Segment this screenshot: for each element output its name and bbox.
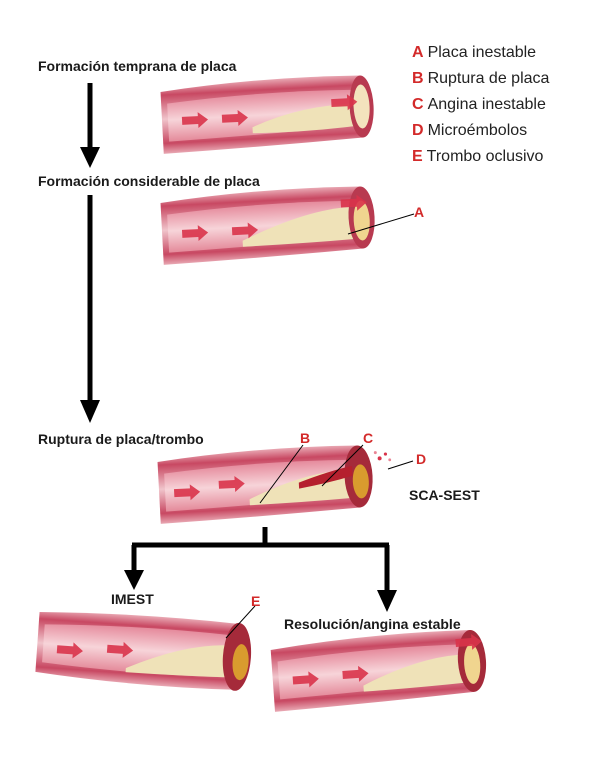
callout-lines bbox=[225, 213, 415, 639]
flow-arrows bbox=[80, 83, 397, 612]
callout-a: A bbox=[414, 204, 425, 220]
arrowhead-1 bbox=[80, 147, 100, 168]
vessel-early-plaque bbox=[160, 75, 374, 154]
legend-text: Trombo oclusivo bbox=[426, 148, 544, 165]
callout-c: C bbox=[363, 430, 374, 446]
stage-label-early: Formación temprana de placa bbox=[38, 58, 237, 74]
legend-text: Placa inestable bbox=[427, 44, 537, 61]
arrowhead-4 bbox=[377, 590, 397, 612]
legend-key: C bbox=[412, 96, 424, 113]
stage-label-nstemi: SCA-SEST bbox=[409, 487, 480, 503]
callout-line-d bbox=[387, 460, 414, 470]
legend-key: B bbox=[412, 70, 424, 87]
stage-label-stemi: IMEST bbox=[111, 591, 154, 607]
callout-b: B bbox=[300, 430, 311, 446]
legend-key: D bbox=[412, 122, 424, 139]
arrowhead-3 bbox=[124, 570, 144, 590]
stage-label-resolution: Resolución/angina estable bbox=[284, 616, 461, 632]
callout-line-e bbox=[225, 605, 256, 639]
legend-key: A bbox=[412, 44, 424, 61]
callout-d: D bbox=[416, 451, 427, 467]
legend-text: Ruptura de placa bbox=[427, 70, 550, 87]
callout-e: E bbox=[251, 593, 261, 609]
arrowhead-2 bbox=[80, 400, 100, 423]
vessel-rupture-thrombus bbox=[157, 445, 392, 524]
stage-label-considerable: Formación considerable de placa bbox=[38, 173, 260, 189]
vessel-considerable-plaque bbox=[160, 186, 375, 265]
legend-text: Angina inestable bbox=[427, 96, 546, 113]
vessel-stemi bbox=[35, 611, 252, 691]
callout-line-a bbox=[347, 213, 415, 235]
stage-label-rupture: Ruptura de placa/trombo bbox=[38, 431, 204, 447]
callout-line-b bbox=[259, 444, 304, 504]
vessel-resolution bbox=[270, 630, 487, 712]
callout-line-c bbox=[321, 444, 364, 487]
legend-key: E bbox=[412, 148, 423, 165]
legend-text: Microémbolos bbox=[427, 122, 528, 139]
